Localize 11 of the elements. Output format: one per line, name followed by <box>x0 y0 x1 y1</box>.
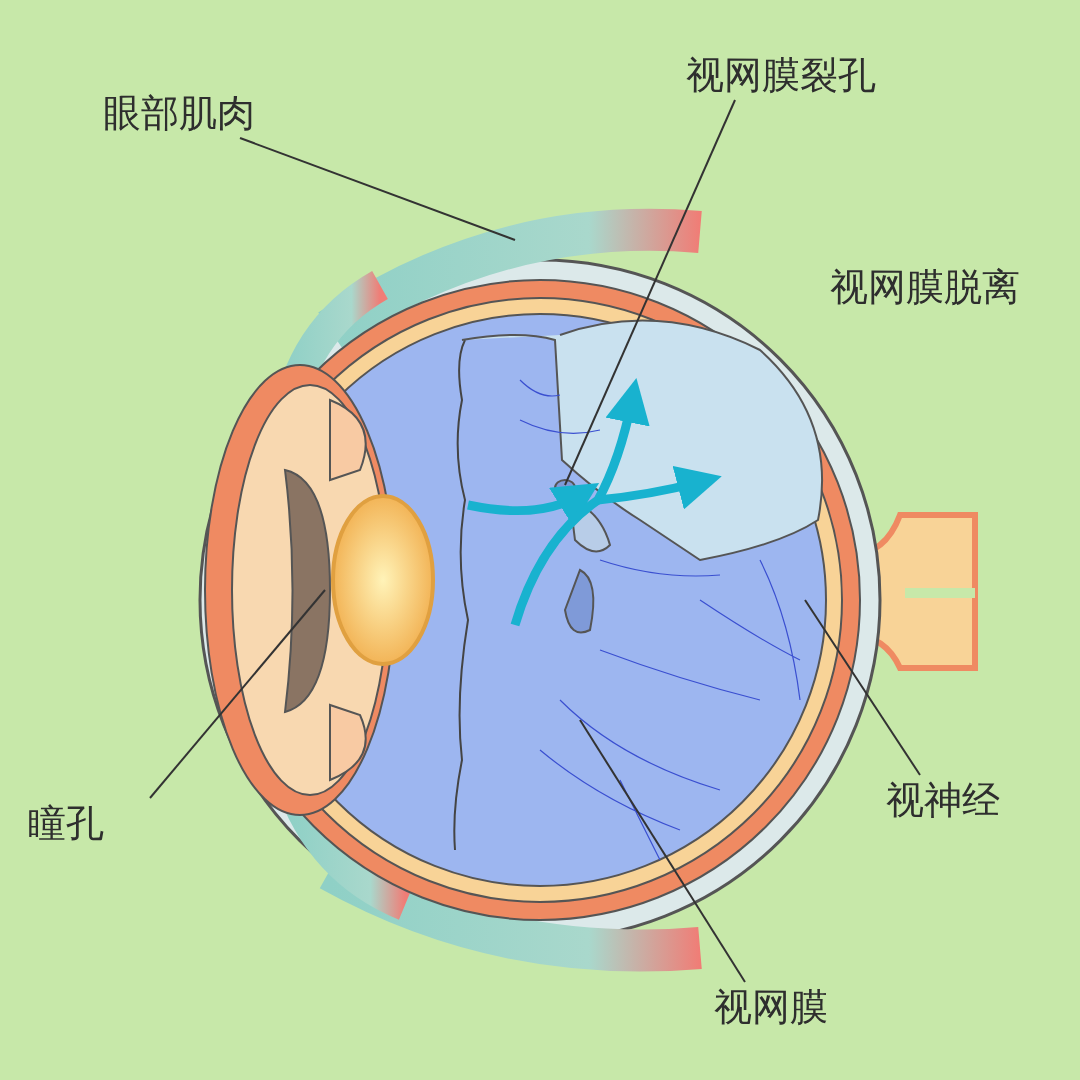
part-label: 视神经 <box>886 775 1000 825</box>
leader-line <box>564 99 736 486</box>
part-label: 眼部肌肉 <box>103 88 255 138</box>
leader-line <box>239 137 516 241</box>
part-label: 视网膜裂孔 <box>686 50 876 100</box>
part-label: 视网膜脱离 <box>830 264 1020 311</box>
leader-line <box>149 589 326 799</box>
leader-line <box>579 719 746 983</box>
leader-line <box>804 599 921 776</box>
part-label: 瞳孔 <box>28 798 104 848</box>
part-label: 视网膜 <box>714 982 828 1032</box>
